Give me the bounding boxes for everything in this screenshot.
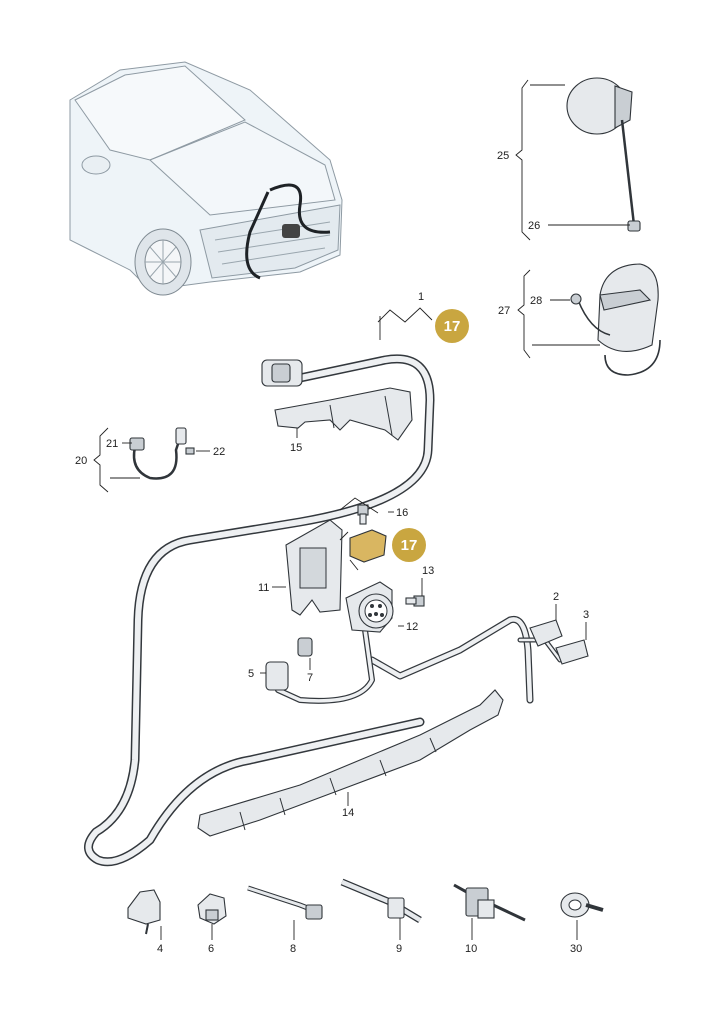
grommet-30-icon	[560, 892, 604, 918]
charging-socket-icon	[285, 504, 425, 633]
label-27[interactable]: 27	[498, 305, 510, 317]
label-12[interactable]: 12	[406, 621, 418, 633]
label-3[interactable]: 3	[583, 609, 589, 621]
clip-icon	[127, 889, 161, 935]
label-28[interactable]: 28	[530, 295, 542, 307]
label-8[interactable]: 8	[290, 943, 296, 955]
cable-tie-icon	[247, 885, 323, 920]
part-labels: 1 2 3 4 5 6 7 8 9 10 11 12 13 14 15 16 2…	[75, 150, 589, 955]
label-14[interactable]: 14	[342, 807, 354, 819]
label-11[interactable]: 11	[258, 582, 269, 594]
label-30[interactable]: 30	[570, 943, 582, 955]
socket-cover-icon	[566, 77, 641, 232]
label-4[interactable]: 4	[157, 943, 163, 955]
harness-bracket-15	[274, 387, 413, 441]
ground-cable-21	[129, 427, 195, 480]
label-15[interactable]: 15	[290, 442, 302, 454]
clip-6-icon	[197, 893, 227, 925]
label-10[interactable]: 10	[465, 943, 477, 955]
car-front-icon	[69, 61, 343, 296]
label-9[interactable]: 9	[396, 943, 402, 955]
label-20[interactable]: 20	[75, 455, 87, 467]
sensor-5	[265, 637, 313, 691]
label-16[interactable]: 16	[396, 507, 408, 519]
badge-17-top-text: 17	[444, 318, 461, 335]
cable-rail-14	[197, 689, 504, 837]
label-6[interactable]: 6	[208, 943, 214, 955]
label-21[interactable]: 21	[106, 438, 118, 450]
label-2[interactable]: 2	[553, 591, 559, 603]
clip-10-icon	[453, 883, 526, 922]
label-25[interactable]: 25	[497, 150, 509, 162]
label-5[interactable]: 5	[248, 668, 254, 680]
connectors-2-3	[529, 619, 589, 665]
label-7[interactable]: 7	[307, 672, 313, 684]
badge-17-mid-text: 17	[401, 537, 418, 554]
label-13[interactable]: 13	[422, 565, 434, 577]
label-26[interactable]: 26	[528, 220, 540, 232]
label-22[interactable]: 22	[213, 446, 225, 458]
cable-tie-9-icon	[340, 878, 422, 924]
badge-17-top[interactable]: 17	[435, 309, 469, 343]
label-1[interactable]: 1	[418, 291, 424, 303]
leader-lines	[93, 79, 630, 940]
badge-17-mid[interactable]: 17	[392, 528, 426, 562]
socket-cover-alt	[570, 263, 661, 376]
